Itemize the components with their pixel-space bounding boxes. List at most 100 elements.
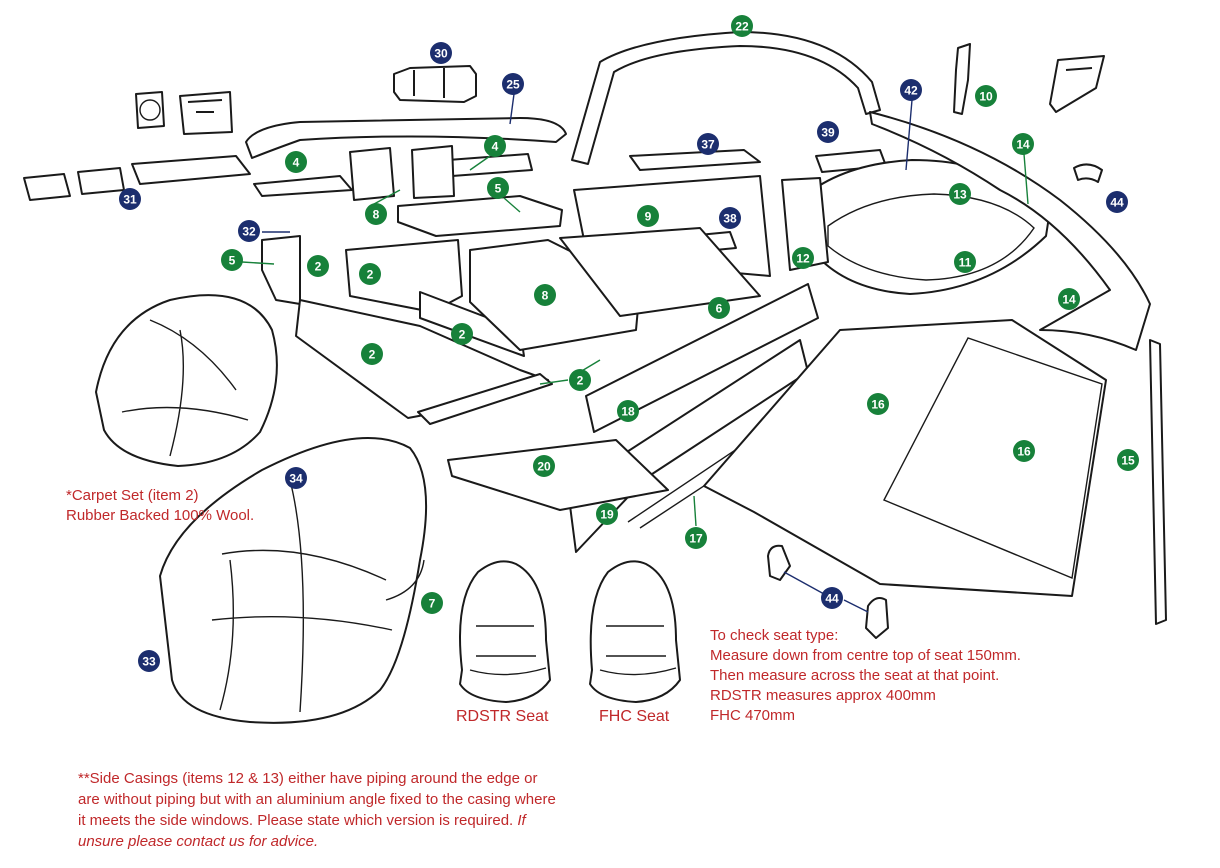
callout-31: 31 xyxy=(119,188,141,210)
part-25-dash-roll xyxy=(245,117,567,159)
part-20-boot-floor xyxy=(447,439,669,511)
part-4-panel-right xyxy=(447,153,533,177)
part-33-seat-large xyxy=(159,437,428,724)
callout-number: 16 xyxy=(871,398,885,412)
callout-number: 15 xyxy=(1121,454,1135,468)
callout-10: 10 xyxy=(975,85,997,107)
part-speaker-ring xyxy=(139,99,161,121)
callout-2: 2 xyxy=(361,343,383,365)
part-7-seat-edge xyxy=(385,559,425,601)
callout-16: 16 xyxy=(1013,440,1035,462)
callout-badge-circle xyxy=(867,393,889,415)
part-16-boot-panel-inner xyxy=(883,337,1103,579)
callout-number: 17 xyxy=(689,532,703,546)
callout-30: 30 xyxy=(430,42,452,64)
callout-badge-circle xyxy=(484,135,506,157)
callout-badge-circle xyxy=(1106,191,1128,213)
callout-32: 32 xyxy=(238,220,260,242)
leader-44-a xyxy=(783,571,825,595)
callout-number: 2 xyxy=(369,348,376,362)
part-22-header-rail xyxy=(571,31,881,165)
callout-badge-circle xyxy=(361,343,383,365)
callout-8: 8 xyxy=(534,284,556,306)
callout-20: 20 xyxy=(533,455,555,477)
callout-number: 5 xyxy=(495,182,502,196)
callout-badge-circle xyxy=(596,503,618,525)
callout-39: 39 xyxy=(817,121,839,143)
part-15-side-strip xyxy=(1149,339,1167,625)
carpet-note: *Carpet Set (item 2) Rubber Backed 100% … xyxy=(66,486,254,526)
part-31-floor-piece-c xyxy=(131,155,251,185)
part-34-seat-small xyxy=(95,294,278,467)
leader-5-left xyxy=(241,261,275,265)
callout-badge-circle xyxy=(817,121,839,143)
callout-number: 20 xyxy=(537,460,551,474)
part-37-bulkhead-top xyxy=(629,149,761,171)
leader-2-bottom-b xyxy=(539,379,569,385)
callout-number: 7 xyxy=(429,597,436,611)
callout-25: 25 xyxy=(502,73,524,95)
callout-14: 14 xyxy=(1012,133,1034,155)
seat-check-line1: To check seat type: xyxy=(710,627,839,644)
part-speaker-panel xyxy=(135,91,165,129)
side-casings-text: **Side Casings (items 12 & 13) either ha… xyxy=(78,770,556,829)
callout-badge-circle xyxy=(451,323,473,345)
callout-badge-circle xyxy=(534,284,556,306)
callout-number: 44 xyxy=(825,592,839,606)
callout-5: 5 xyxy=(487,177,509,199)
callout-badge-circle xyxy=(821,587,843,609)
callout-14: 14 xyxy=(1058,288,1080,310)
part-30-box xyxy=(393,65,477,103)
carpet-note-line2: Rubber Backed 100% Wool. xyxy=(66,507,255,524)
callout-badge-circle xyxy=(238,220,260,242)
callout-16: 16 xyxy=(867,393,889,415)
part-6-rear-floor xyxy=(559,227,761,317)
callout-number: 30 xyxy=(434,47,448,61)
callout-badge-circle xyxy=(617,400,639,422)
seat-check-line4: RDSTR measures approx 400mm xyxy=(710,687,936,704)
seat-check-note: To check seat type: Measure down from ce… xyxy=(710,626,1021,726)
callout-12: 12 xyxy=(792,247,814,269)
callout-number: 4 xyxy=(293,156,300,170)
callout-2: 2 xyxy=(569,369,591,391)
callout-number: 14 xyxy=(1016,138,1030,152)
callout-badge-circle xyxy=(502,73,524,95)
callout-18: 18 xyxy=(617,400,639,422)
part-pillar-trim-b xyxy=(1049,55,1105,113)
callout-number: 33 xyxy=(142,655,156,669)
part-2-carpet-left-side xyxy=(261,235,301,305)
part-18-sill-upper xyxy=(585,283,819,433)
callout-number: 6 xyxy=(716,302,723,316)
part-31-floor-piece-b xyxy=(77,167,125,195)
part-33-seat-large-lines xyxy=(211,479,393,713)
part-44-clip-top xyxy=(1073,163,1103,183)
callout-number: 42 xyxy=(904,84,918,98)
leader-44-b xyxy=(843,599,869,613)
callout-44: 44 xyxy=(821,587,843,609)
callout-number: 2 xyxy=(459,328,466,342)
callout-5: 5 xyxy=(221,249,243,271)
part-34-seat-small-lines xyxy=(121,319,249,457)
callout-badge-circle xyxy=(708,297,730,319)
part-10-pillar-trim xyxy=(953,43,971,115)
callout-badge-circle xyxy=(487,177,509,199)
callout-badge-circle xyxy=(792,247,814,269)
part-fhc-seat xyxy=(589,560,681,703)
leader-42 xyxy=(905,99,913,171)
side-casings-note: **Side Casings (items 12 & 13) either ha… xyxy=(78,768,558,852)
part-14-quarter-panel xyxy=(869,111,1151,351)
callout-2: 2 xyxy=(307,255,329,277)
callout-number: 4 xyxy=(492,140,499,154)
callout-number: 32 xyxy=(242,225,256,239)
callout-number: 25 xyxy=(506,78,520,92)
part-4-panel-left xyxy=(253,175,353,197)
callout-number: 16 xyxy=(1017,445,1031,459)
callout-badge-circle xyxy=(1013,440,1035,462)
callout-2: 2 xyxy=(359,263,381,285)
callout-number: 44 xyxy=(1110,196,1124,210)
callout-badge-circle xyxy=(430,42,452,64)
callout-number: 8 xyxy=(373,208,380,222)
callout-number: 22 xyxy=(735,20,749,34)
part-bracket-block xyxy=(179,91,233,135)
callout-44: 44 xyxy=(1106,191,1128,213)
